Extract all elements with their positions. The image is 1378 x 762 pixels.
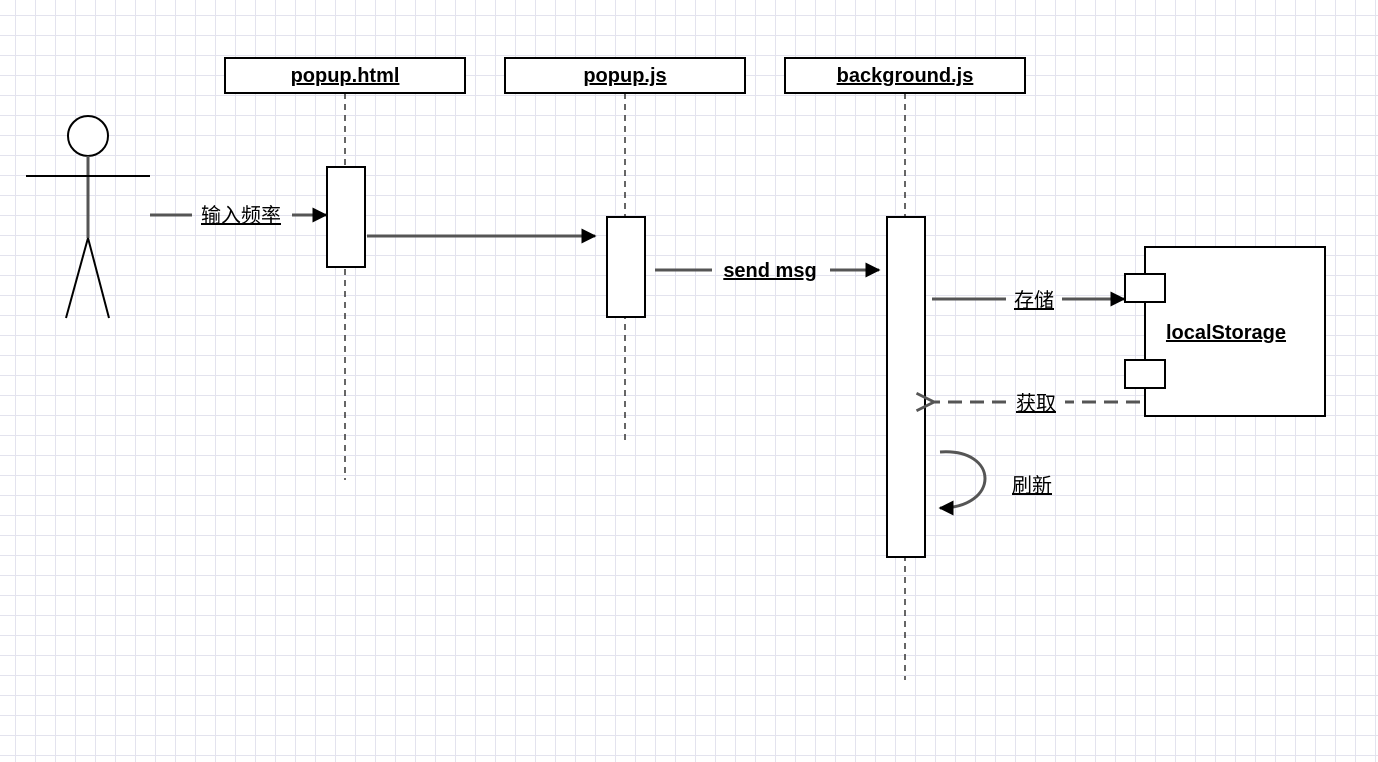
message-store[interactable]: 存储: [932, 289, 1126, 312]
participant-popup-js-label: popup.js: [583, 65, 666, 87]
component-port-top: [1124, 273, 1166, 303]
component-local-storage-label: localStorage: [1166, 322, 1286, 344]
participant-background-js-label: background.js: [837, 65, 974, 87]
participant-background-js[interactable]: background.js: [784, 57, 1026, 94]
component-port-bottom: [1124, 359, 1166, 389]
message-refresh-label: 刷新: [1012, 474, 1052, 497]
actor-icon: [26, 115, 150, 319]
participant-popup-html-label: popup.html: [291, 65, 400, 87]
message-refresh[interactable]: 刷新: [938, 450, 1052, 516]
message-input-frequency-label: 输入频率: [201, 204, 281, 227]
activation-popup-html: [326, 166, 366, 268]
participant-popup-html[interactable]: popup.html: [224, 57, 466, 94]
message-fetch-label: 获取: [1016, 392, 1056, 415]
component-local-storage[interactable]: localStorage: [1124, 246, 1326, 417]
message-send-msg-label: send msg: [723, 260, 816, 282]
message-fetch[interactable]: 获取: [934, 392, 1140, 415]
message-input-frequency[interactable]: 输入频率: [150, 204, 328, 227]
activation-popup-js: [606, 216, 646, 318]
message-send-msg[interactable]: send msg: [655, 260, 881, 282]
participant-popup-js[interactable]: popup.js: [504, 57, 746, 94]
message-store-label: 存储: [1014, 289, 1054, 312]
activation-background-js: [886, 216, 926, 558]
